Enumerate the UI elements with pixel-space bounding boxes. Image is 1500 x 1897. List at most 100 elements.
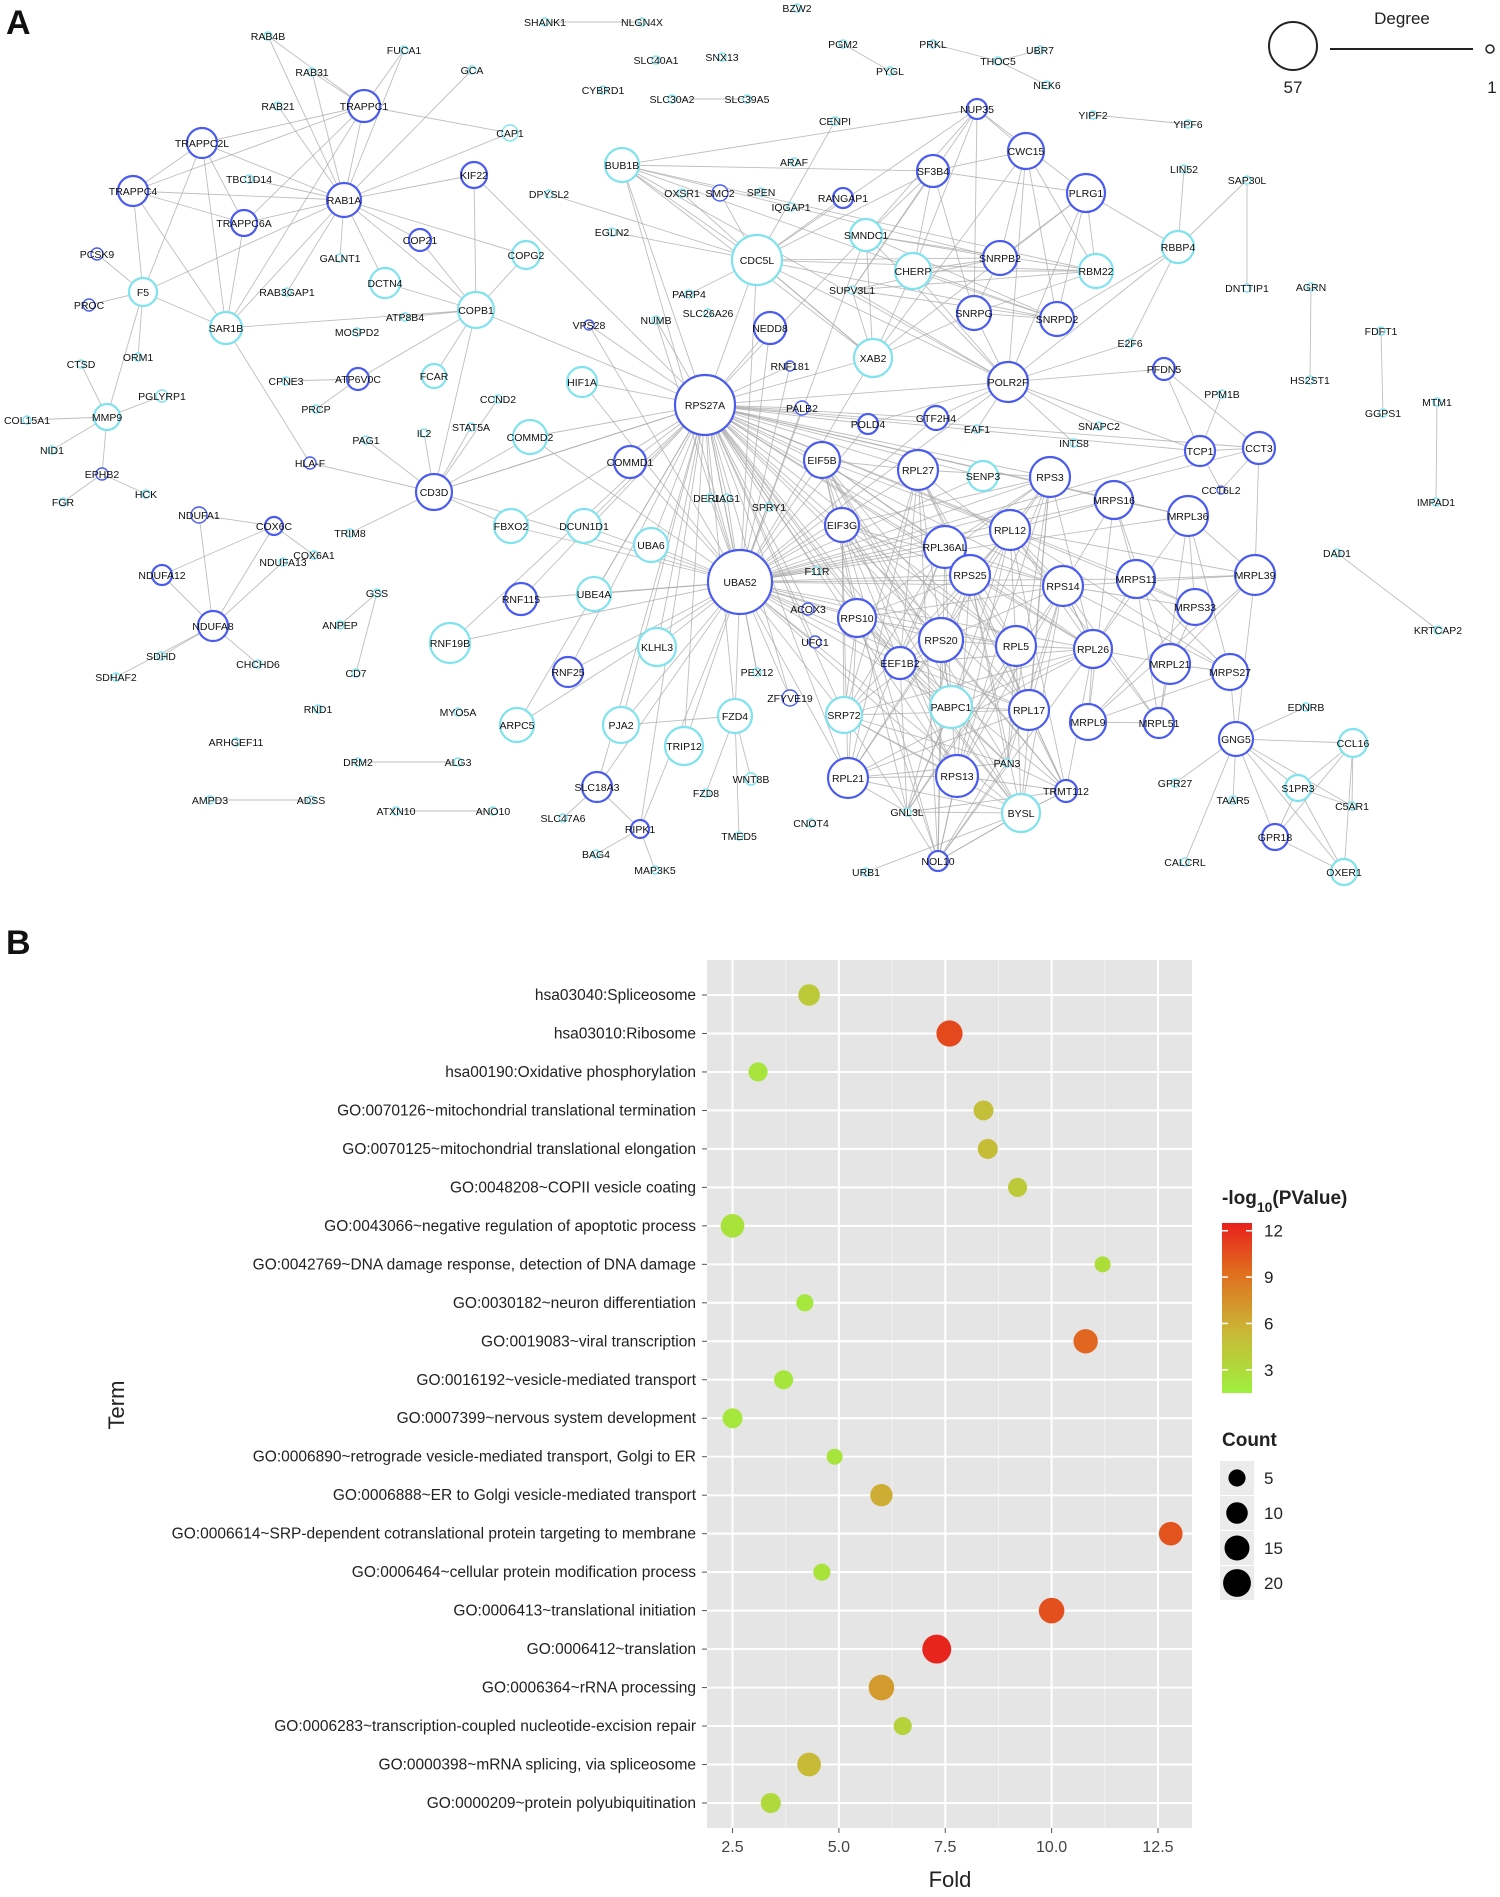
- network-node: HLA-F: [295, 456, 325, 470]
- size-legend-dot: [1224, 1535, 1250, 1561]
- network-node: MTM1: [1422, 397, 1452, 409]
- data-point: [977, 1138, 998, 1159]
- network-node-label: SENP3: [966, 471, 1001, 483]
- network-node-label: SAP30L: [1228, 175, 1267, 187]
- network-node: DRM2: [343, 757, 373, 769]
- network-node-label: PFDN5: [1147, 364, 1182, 376]
- term-label: GO:0043066~negative regulation of apopto…: [324, 1218, 696, 1235]
- network-edge: [1087, 606, 1196, 723]
- network-edge: [1007, 368, 1165, 383]
- network-edge: [841, 476, 1051, 526]
- network-node: ALG3: [445, 757, 472, 769]
- data-point: [922, 1634, 952, 1664]
- network-edge: [856, 617, 939, 862]
- network-node: SLC18A3: [575, 770, 620, 804]
- network-node-circle: [353, 757, 363, 767]
- network-node-circle: [82, 298, 96, 312]
- network-node-circle: [335, 253, 345, 263]
- network-node-label: SNX13: [705, 52, 738, 64]
- network-node: OXER1: [1326, 857, 1362, 887]
- network-edge: [343, 199, 527, 256]
- network-node: SLC26A26: [683, 308, 734, 320]
- network-node-circle: [1332, 548, 1342, 558]
- network-node: SNRPG: [955, 294, 993, 332]
- network-node-label: SMNDC1: [844, 230, 888, 242]
- network-node-circle: [789, 157, 799, 167]
- network-edge: [277, 105, 345, 201]
- network-node-circle: [133, 352, 143, 362]
- network-node: HCK: [135, 489, 157, 501]
- size-legend-label: 15: [1264, 1539, 1283, 1558]
- network-node: CPNE3: [268, 376, 303, 388]
- network-node: JAG1: [714, 493, 740, 505]
- network-node-circle: [1216, 485, 1226, 495]
- network-edge: [704, 404, 1064, 587]
- network-edge: [1235, 738, 1354, 744]
- network-node-circle: [915, 153, 951, 189]
- network-node: GCA: [461, 65, 484, 77]
- network-node-circle: [1210, 652, 1250, 692]
- network-node-label: OXSR1: [664, 188, 700, 200]
- network-node: ORM1: [123, 352, 153, 364]
- network-node-label: EIF3G: [827, 520, 857, 532]
- network-node: MRPL21: [1148, 642, 1192, 686]
- network-node: ARAF: [780, 157, 808, 169]
- network-node-circle: [345, 528, 355, 538]
- network-node-circle: [361, 435, 371, 445]
- network-node: CALCRL: [1164, 857, 1206, 869]
- network-node-label: SPRY1: [752, 502, 786, 514]
- network-edge: [655, 319, 741, 583]
- network-node: RPL17: [1007, 688, 1051, 732]
- network-node-circle: [607, 227, 617, 237]
- network-node: CAP1: [496, 124, 524, 142]
- network-node-circle: [1148, 642, 1192, 686]
- network-node-label: THOC5: [980, 56, 1016, 68]
- network-node: RPS25: [948, 553, 992, 597]
- network-node: SPEN: [747, 187, 776, 199]
- network-edge: [581, 381, 741, 583]
- network-node-circle: [466, 422, 476, 432]
- network-node-label: COX6C: [256, 521, 293, 533]
- network-node-label: GCA: [461, 65, 484, 77]
- network-node-label: C5AR1: [1335, 801, 1369, 813]
- network-node-circle: [273, 101, 283, 111]
- network-node-circle: [1217, 389, 1227, 399]
- network-node: UBA6: [632, 526, 670, 564]
- network-node-circle: [155, 389, 169, 403]
- network-edge: [1062, 574, 1256, 587]
- network-node-circle: [667, 94, 677, 104]
- network-node: RANGAP1: [818, 186, 868, 210]
- network-node: BYSL: [1000, 792, 1042, 834]
- term-label: GO:0007399~nervous system development: [397, 1410, 697, 1427]
- network-node: RBM22: [1077, 252, 1115, 290]
- network-edge: [843, 714, 1022, 814]
- network-node-circle: [1006, 131, 1046, 171]
- network-node: CCT6L2: [1201, 485, 1240, 497]
- network-edge: [433, 404, 706, 493]
- network-node: CDC5L: [730, 233, 784, 287]
- network-node-circle: [92, 402, 122, 432]
- network-node-circle: [1301, 702, 1311, 712]
- network-edge: [1007, 192, 1087, 383]
- enrichment-dot-plot: hsa03040:Spliceosomehsa03010:Ribosomehsa…: [104, 960, 1347, 1892]
- network-edge: [475, 309, 706, 406]
- network-node-label: UBE4A: [577, 589, 611, 601]
- network-node-label: TRAPPC6A: [216, 218, 271, 230]
- network-node-label: CDC5L: [740, 255, 775, 267]
- network-edge: [225, 105, 365, 329]
- term-label: GO:0006464~cellular protein modification…: [352, 1564, 696, 1581]
- network-node: POLD4: [851, 412, 885, 436]
- network-node: S1PR3: [1281, 773, 1315, 803]
- network-node: GTF2H4: [916, 404, 956, 432]
- network-node-label: CCT6L2: [1201, 485, 1240, 497]
- x-tick-label: 2.5: [721, 1839, 743, 1856]
- network-node-circle: [282, 287, 292, 297]
- network-node-circle: [309, 550, 319, 560]
- network-node: ATP6V0C: [335, 366, 381, 392]
- term-label: GO:0006614~SRP-dependent cotranslational…: [172, 1526, 696, 1543]
- network-node-circle: [722, 493, 732, 503]
- network-node-circle: [580, 770, 614, 804]
- network-edge: [225, 327, 311, 464]
- network-node-circle: [414, 472, 454, 512]
